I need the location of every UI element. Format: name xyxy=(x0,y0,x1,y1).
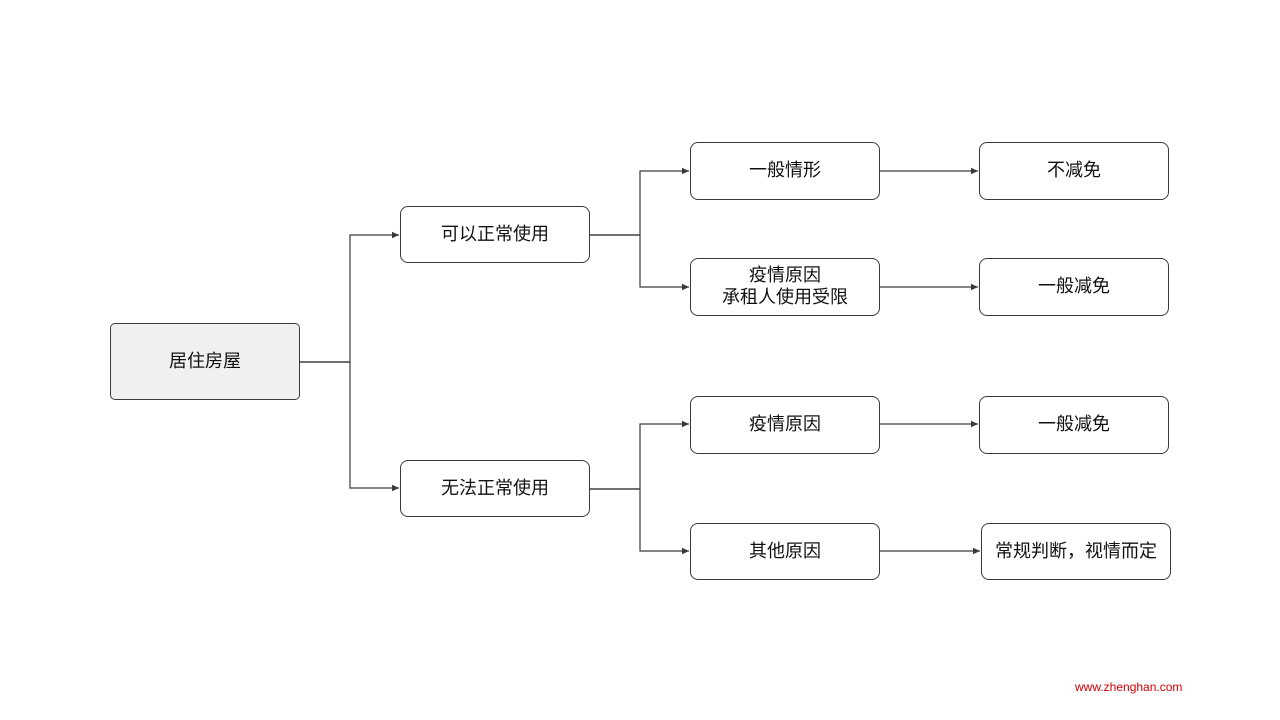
connector-normal-to-epidemic xyxy=(590,234,689,291)
node-epidemic-lessee-restricted: 疫情原因 承租人使用受限 xyxy=(690,258,880,316)
node-label: 无法正常使用 xyxy=(441,477,549,499)
node-epidemic-cause: 疫情原因 xyxy=(690,396,880,454)
node-label: 疫情原因 xyxy=(749,414,821,435)
connector-root-to-abnormal xyxy=(300,361,399,492)
node-label: 其他原因 xyxy=(749,540,821,562)
node-label: 可以正常使用 xyxy=(441,223,549,245)
node-result-no-reduction: 不减免 xyxy=(979,142,1169,200)
node-label: 一般减免 xyxy=(1038,414,1110,435)
watermark-url: www.zhenghan.com xyxy=(1075,680,1183,694)
connector-abnormal-to-other xyxy=(590,488,689,555)
connector-root-to-normal xyxy=(300,231,399,363)
node-result-general-reduction-1: 一般减免 xyxy=(979,258,1169,316)
node-result-general-reduction-2: 一般减免 xyxy=(979,396,1169,454)
connector-normal-to-general xyxy=(590,167,689,236)
node-label-line1: 疫情原因 xyxy=(749,265,821,286)
node-label: 一般减免 xyxy=(1038,276,1110,297)
node-label: 常规判断，视情而定 xyxy=(995,540,1157,562)
node-general-situation: 一般情形 xyxy=(690,142,880,200)
node-label: 一般情形 xyxy=(749,160,821,181)
node-not-usable-normally: 无法正常使用 xyxy=(400,460,590,517)
node-result-case-by-case: 常规判断，视情而定 xyxy=(981,523,1171,580)
node-label-line2: 承租人使用受限 xyxy=(722,287,848,308)
node-label: 居住房屋 xyxy=(169,350,241,372)
node-usable-normally: 可以正常使用 xyxy=(400,206,590,263)
node-label: 不减免 xyxy=(1047,160,1101,181)
connector-abnormal-to-epidemic xyxy=(590,420,689,490)
node-other-cause: 其他原因 xyxy=(690,523,880,580)
node-residential-housing: 居住房屋 xyxy=(110,323,300,400)
